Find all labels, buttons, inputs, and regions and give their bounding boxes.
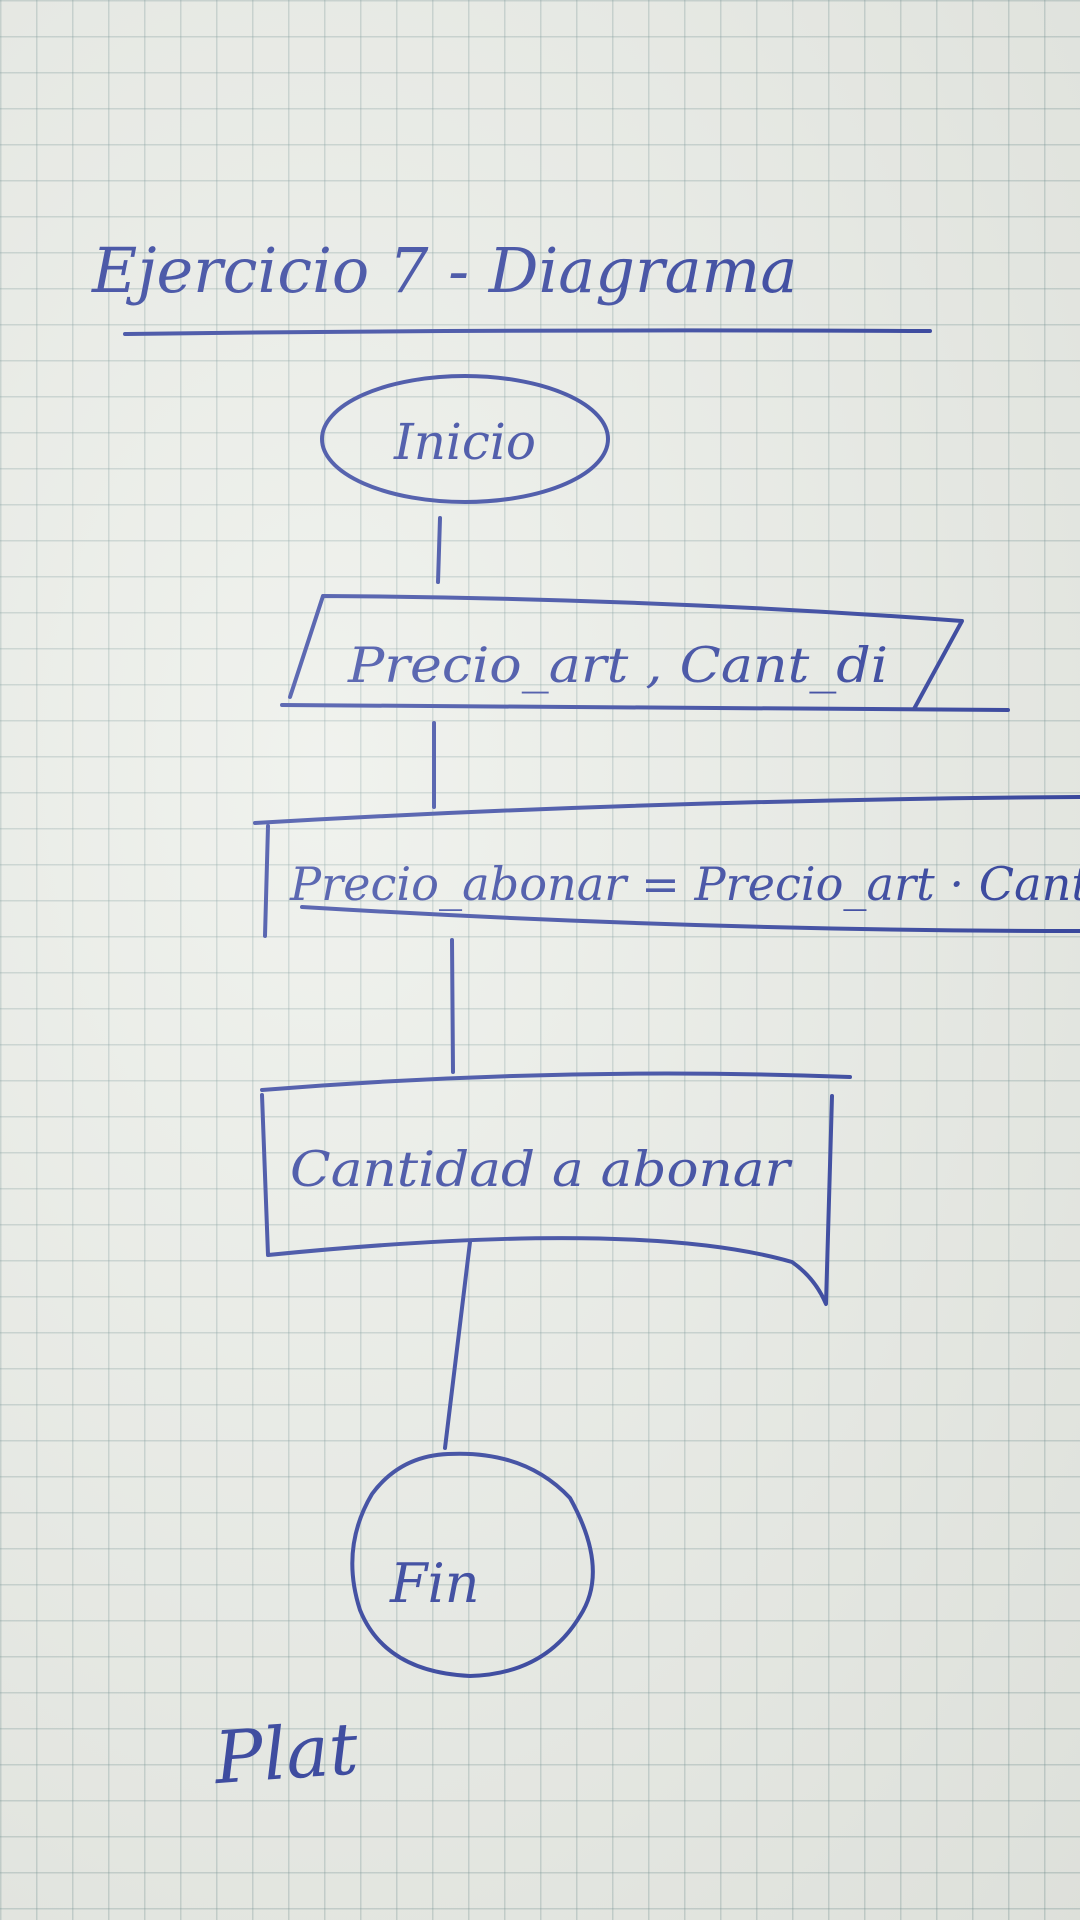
start-terminator	[320, 374, 610, 504]
end-terminator	[350, 1451, 595, 1678]
input-parallelogram	[280, 594, 1010, 712]
diagram-title: Ejercicio 7 - Diagrama	[91, 234, 797, 307]
process-rectangle	[253, 795, 1080, 938]
input-label: Precio_art , Cant_di	[347, 637, 888, 694]
signature: Plat	[210, 1706, 362, 1800]
end-label: Fin	[389, 1552, 480, 1615]
title-underline	[123, 328, 932, 336]
output-label: Cantidad a abonar	[290, 1141, 793, 1198]
connector-output-end	[443, 1240, 472, 1450]
connector-process-output	[450, 938, 455, 1074]
process-label: Precio_abonar = Precio_art · Cant	[289, 857, 1080, 911]
start-label: Inicio	[393, 413, 536, 471]
output-document	[260, 1071, 852, 1306]
connector-start-input	[436, 516, 442, 584]
